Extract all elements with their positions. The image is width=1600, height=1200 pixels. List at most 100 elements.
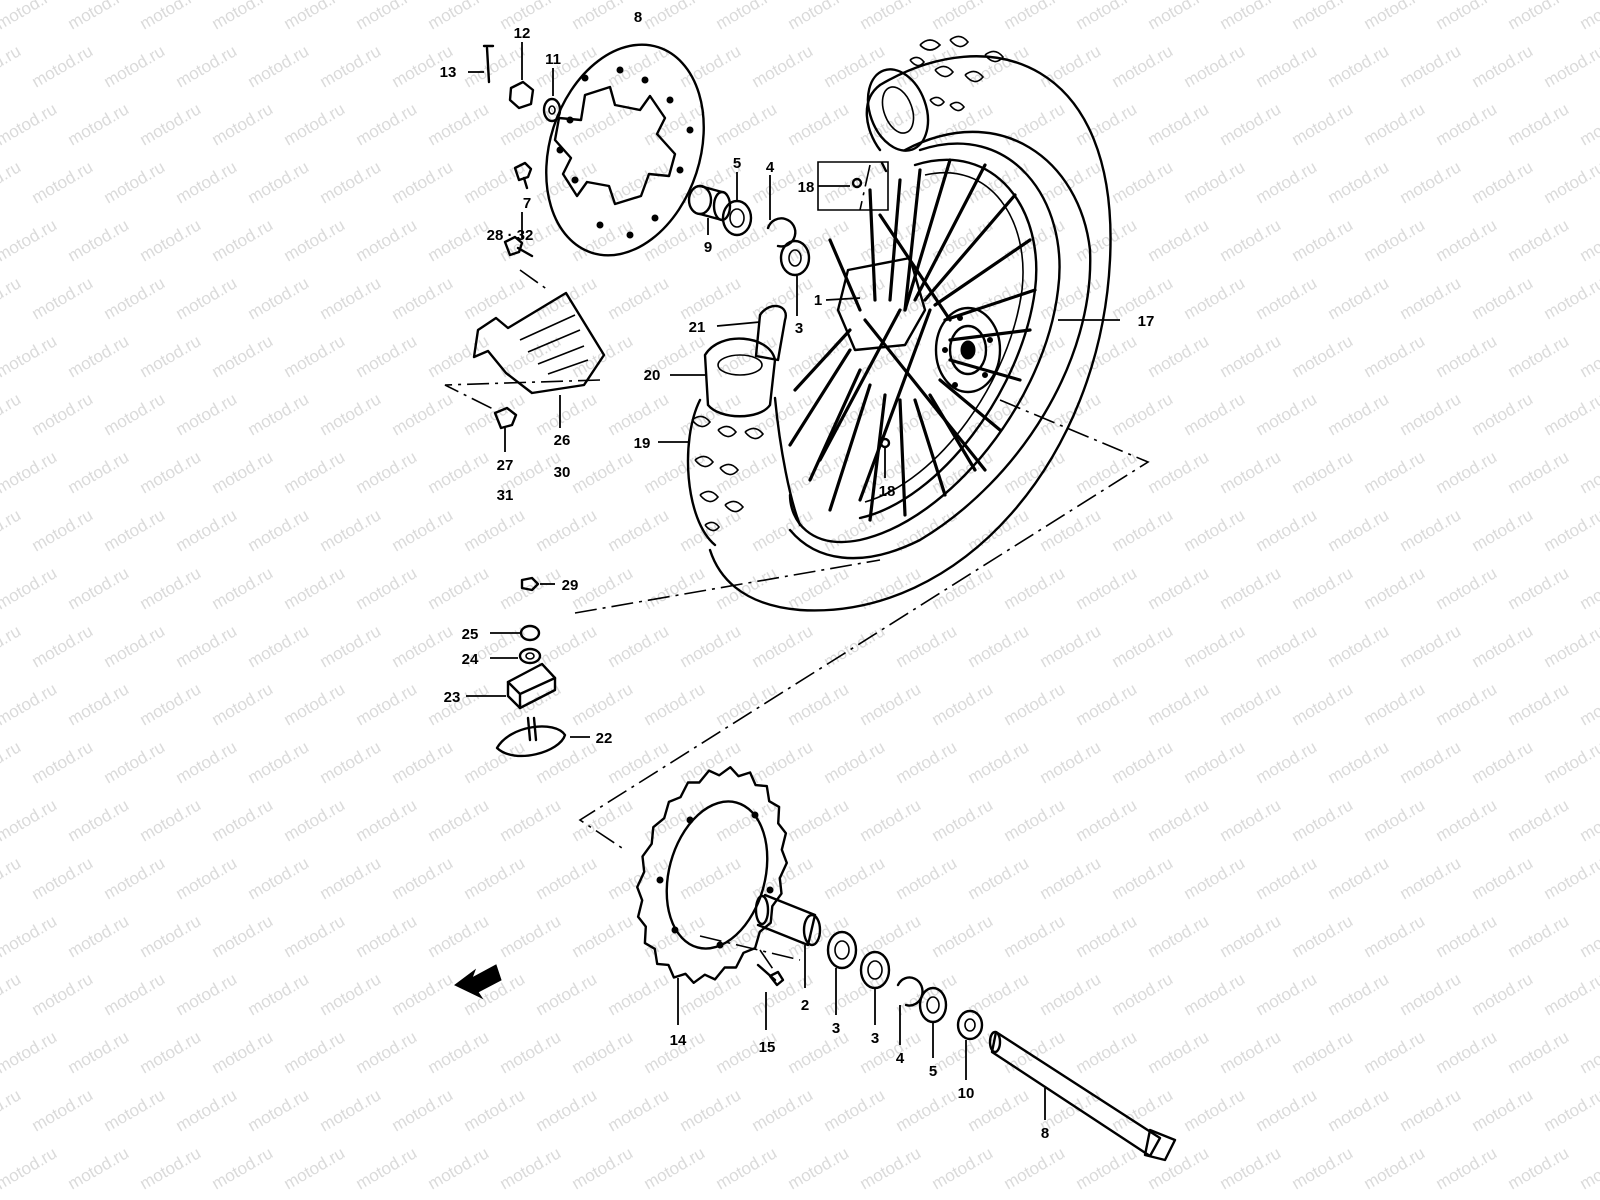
watermark-text: motod.ru <box>1145 1027 1213 1077</box>
watermark-text: motod.ru <box>0 41 24 91</box>
watermark-text: motod.ru <box>353 215 421 265</box>
watermark-text: motod.ru <box>1181 737 1249 787</box>
watermark-text: motod.ru <box>425 331 493 381</box>
watermark-text: motod.ru <box>65 1143 133 1193</box>
watermark-text: motod.ru <box>569 679 637 729</box>
watermark-text: motod.ru <box>1433 1027 1501 1077</box>
watermark-text: motod.ru <box>425 1143 493 1193</box>
watermark-text: motod.ru <box>173 389 241 439</box>
watermark-text: motod.ru <box>1469 505 1537 555</box>
watermark-text: motod.ru <box>1361 795 1429 845</box>
watermark-text: motod.ru <box>0 853 24 903</box>
watermark-text: motod.ru <box>569 795 637 845</box>
watermark-text: motod.ru <box>1469 737 1537 787</box>
watermark-text: motod.ru <box>1433 795 1501 845</box>
watermark-text: motod.ru <box>317 273 385 323</box>
watermark-text: motod.ru <box>821 621 889 671</box>
watermark-text: motod.ru <box>389 157 457 207</box>
watermark-text: motod.ru <box>857 1027 925 1077</box>
watermark-text: motod.ru <box>245 273 313 323</box>
watermark-text: motod.ru <box>317 505 385 555</box>
watermark-text: motod.ru <box>1397 737 1465 787</box>
watermark-text: motod.ru <box>1433 99 1501 149</box>
watermark-text: motod.ru <box>497 1027 565 1077</box>
valve-cap-29 <box>520 576 555 592</box>
watermark-text: motod.ru <box>281 911 349 961</box>
watermark-text: motod.ru <box>353 563 421 613</box>
nut-25 <box>490 624 541 642</box>
watermark-text: motod.ru <box>1001 911 1069 961</box>
watermark-text: motod.ru <box>29 41 97 91</box>
watermark-text: motod.ru <box>1037 157 1105 207</box>
label-disc-top: 8 <box>634 9 642 26</box>
watermark-text: motod.ru <box>1577 563 1600 613</box>
watermark-text: motod.ru <box>29 737 97 787</box>
watermark-text: motod.ru <box>1577 0 1600 33</box>
watermark-text: motod.ru <box>65 679 133 729</box>
label-nipple-18-bottom: 18 <box>879 483 896 500</box>
watermark-text: motod.ru <box>245 389 313 439</box>
watermark-text: motod.ru <box>1577 1143 1600 1193</box>
watermark-text: motod.ru <box>1433 0 1501 33</box>
watermark-text: motod.ru <box>425 215 493 265</box>
watermark-text: motod.ru <box>353 0 421 33</box>
watermark-text: motod.ru <box>1073 1027 1141 1077</box>
label-bearing-3-top: 3 <box>795 320 803 337</box>
watermark-text: motod.ru <box>1361 99 1429 149</box>
rim-tape-21 <box>716 304 787 362</box>
watermark-text: motod.ru <box>1541 389 1600 439</box>
watermark-text: motod.ru <box>1001 99 1069 149</box>
label-bolt-15: 15 <box>759 1039 776 1056</box>
watermark-text: motod.ru <box>1001 563 1069 613</box>
watermark-text: motod.ru <box>533 853 601 903</box>
label-rim-lock-23: 23 <box>444 689 461 706</box>
watermark-text: motod.ru <box>641 795 709 845</box>
watermark-text: motod.ru <box>1109 969 1177 1019</box>
washer-11 <box>542 68 562 123</box>
watermark-text: motod.ru <box>1397 273 1465 323</box>
watermark-text: motod.ru <box>713 0 781 33</box>
watermark-text: motod.ru <box>1253 157 1321 207</box>
watermark-text: motod.ru <box>1469 1085 1537 1135</box>
label-bolt-7: 7 <box>523 195 531 212</box>
watermark-text: motod.ru <box>965 853 1033 903</box>
watermark-text: motod.ru <box>1181 273 1249 323</box>
watermark-text: motod.ru <box>353 911 421 961</box>
label-nipple-18-top: 18 <box>798 179 815 196</box>
watermark-text: motod.ru <box>0 447 60 497</box>
label-washer-24: 24 <box>462 651 479 668</box>
watermark-text: motod.ru <box>497 795 565 845</box>
watermark-text: motod.ru <box>209 1027 277 1077</box>
watermark-text: motod.ru <box>1289 795 1357 845</box>
sprocket-14 <box>636 766 788 1025</box>
watermark-text: motod.ru <box>1325 389 1393 439</box>
label-sprocket-14: 14 <box>670 1032 687 1049</box>
watermark-text: motod.ru <box>1397 853 1465 903</box>
watermark-text: motod.ru <box>0 505 24 555</box>
watermark-text: motod.ru <box>209 447 277 497</box>
watermark-text: motod.ru <box>173 737 241 787</box>
watermark-text: motod.ru <box>1289 911 1357 961</box>
watermark-text: motod.ru <box>965 273 1033 323</box>
watermark-text: motod.ru <box>821 969 889 1019</box>
label-seal-5-top: 5 <box>733 155 741 172</box>
watermark-text: motod.ru <box>1361 1143 1429 1193</box>
seal-5-bottom <box>918 986 948 1058</box>
label-protector-26: 26 <box>554 432 571 449</box>
label-protector-30: 30 <box>554 464 571 481</box>
watermark-text: motod.ru <box>1505 331 1573 381</box>
watermark-text: motod.ru <box>785 679 853 729</box>
watermark-text: motod.ru <box>713 1143 781 1193</box>
watermark-text: motod.ru <box>677 1085 745 1135</box>
watermark-text: motod.ru <box>1505 1027 1573 1077</box>
watermark-text: motod.ru <box>1541 157 1600 207</box>
circlip-4-bottom <box>896 976 924 1045</box>
watermark-text: motod.ru <box>1073 331 1141 381</box>
watermark-text: motod.ru <box>677 273 745 323</box>
watermark-text: motod.ru <box>389 273 457 323</box>
watermark-text: motod.ru <box>1145 215 1213 265</box>
watermark-text: motod.ru <box>1001 0 1069 33</box>
watermark-text: motod.ru <box>65 563 133 613</box>
watermark-text: motod.ru <box>1001 1027 1069 1077</box>
watermark-text: motod.ru <box>281 563 349 613</box>
